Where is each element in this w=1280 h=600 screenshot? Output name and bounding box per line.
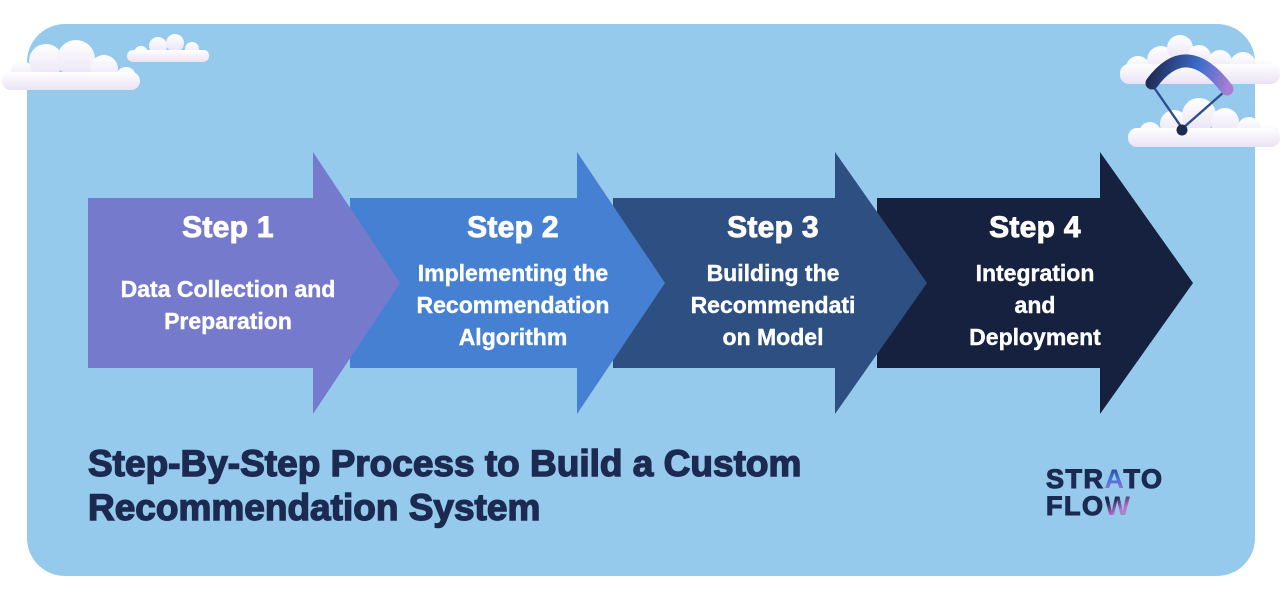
step-1-text: Step 1 Data Collection and Preparation: [88, 198, 368, 368]
logo-line-flow: FLOW: [1045, 491, 1164, 521]
step-2-arrow: [350, 152, 665, 414]
step-3-arrow: [613, 152, 927, 414]
step-1-label: Step 1: [182, 211, 274, 245]
step-description-line: Integration: [975, 260, 1095, 286]
step-3-description: Building the Recommendati on Model: [690, 246, 856, 368]
step-description-line: Recommendati: [690, 292, 856, 318]
cloud-icon-top-left: [2, 40, 140, 90]
step-4-description: Integration and Deployment: [969, 246, 1101, 368]
paraglider-icon: [1145, 54, 1234, 136]
step-description-line: Implementing the: [417, 260, 609, 286]
step-4-arrow: [877, 152, 1193, 414]
step-description-line: Preparation: [164, 308, 292, 334]
cloud-icon-right-lower: [1128, 98, 1280, 147]
process-arrows: [88, 152, 1193, 414]
cloud-icon-top-small: [127, 34, 209, 62]
step-4-label: Step 4: [989, 211, 1081, 245]
step-3-text: Step 3 Building the Recommendati on Mode…: [633, 198, 913, 368]
logo-text: TO: [1123, 464, 1164, 494]
step-4-text: Step 4 Integration and Deployment: [895, 198, 1175, 368]
logo-line-strato: STRATO: [1045, 464, 1164, 494]
step-description-line: and: [1014, 292, 1056, 318]
step-description-line: Data Collection and: [120, 276, 336, 302]
logo-text: STR: [1045, 464, 1105, 494]
step-description-line: Algorithm: [458, 324, 568, 350]
page-title-line-1: Step-By-Step Process to Build a Custom: [87, 442, 802, 484]
step-description-line: Building the: [706, 260, 840, 286]
step-2-label: Step 2: [467, 211, 559, 245]
logo-accent-w: W: [1104, 491, 1132, 521]
step-description-line: on Model: [722, 324, 824, 350]
step-1-description: Data Collection and Preparation: [120, 246, 336, 368]
logo-text: FLO: [1045, 491, 1105, 521]
step-2-text: Step 2 Implementing the Recommendation A…: [373, 198, 653, 368]
step-3-label: Step 3: [727, 211, 819, 245]
step-description-line: Deployment: [969, 324, 1101, 350]
step-description-line: Recommendation: [416, 292, 610, 318]
page-title-line-2: Recommendation System: [87, 486, 541, 528]
stratoflow-logo: STRATO FLOW: [1045, 464, 1164, 521]
step-2-description: Implementing the Recommendation Algorith…: [416, 246, 610, 368]
step-1-arrow: [88, 152, 400, 414]
page-title: Step-By-Step Process to Build a Custom R…: [87, 442, 802, 530]
logo-accent-a: A: [1104, 464, 1124, 494]
